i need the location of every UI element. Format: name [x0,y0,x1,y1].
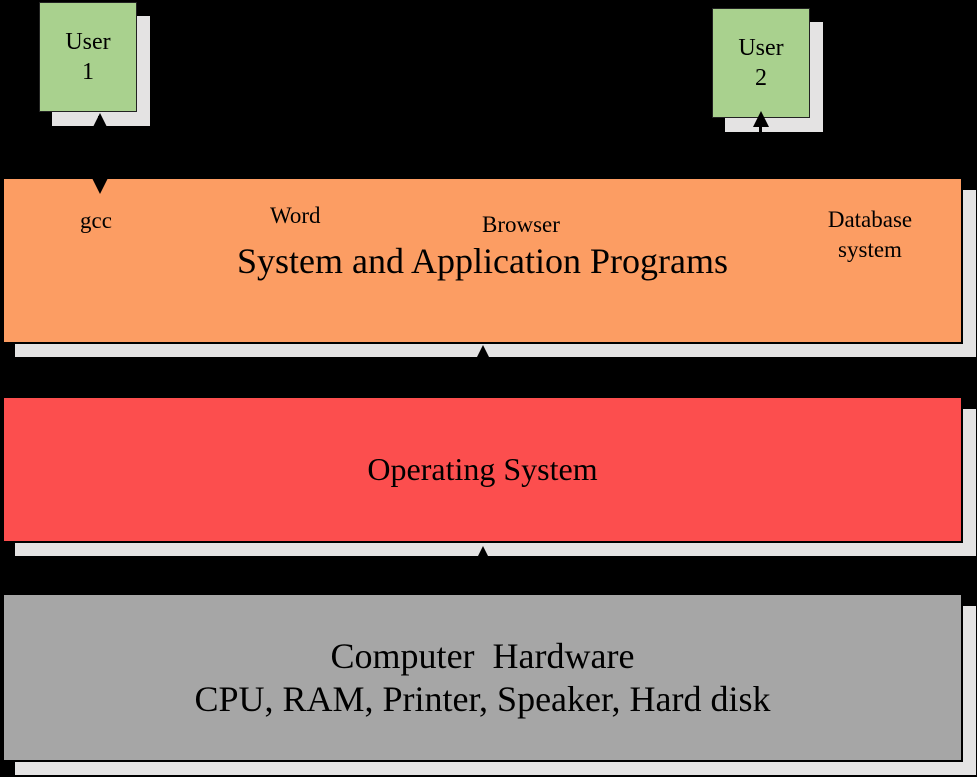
app-label-browser: Browser [482,212,560,237]
programs-layer-title: System and Application Programs [237,241,728,281]
arrow-shaft [759,124,762,177]
hardware-layer-components: CPU, RAM, Printer, Speaker, Hard disk [194,678,771,719]
app-label-database-system: Database system [827,207,913,262]
user2-box: User 2 [712,8,810,118]
arrow-down-icon [92,178,108,194]
arrow-shaft [481,559,484,593]
os-layer: Operating System [2,396,963,543]
arrow-shaft [481,358,484,396]
arrow-up-icon [475,546,491,562]
hardware-layer: Computer Hardware CPU, RAM, Printer, Spe… [2,593,963,762]
user1-label: User [65,29,111,55]
user1-number: 1 [82,59,94,85]
os-layer-title: Operating System [367,451,598,487]
programs-layer: gcc Word Browser Database system System … [2,177,963,344]
user1-box: User 1 [39,2,137,112]
arrow-up-icon [753,111,769,127]
app-label-gcc: gcc [80,208,112,233]
app-label-word: Word [270,203,321,228]
user2-number: 2 [755,65,767,91]
hardware-layer-title: Computer Hardware [330,636,635,677]
user2-label: User [738,35,784,61]
arrow-shaft [98,116,101,182]
arrow-up-icon [475,345,491,361]
